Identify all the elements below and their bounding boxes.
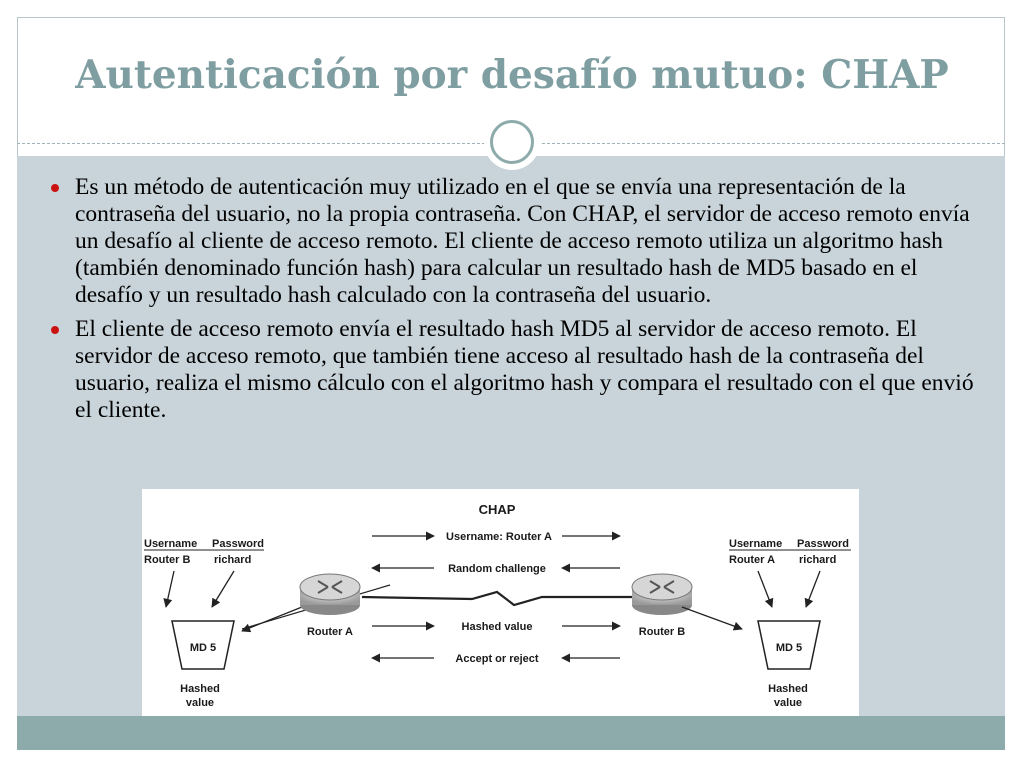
left-password-value: richard xyxy=(214,554,251,566)
right-password-arrow xyxy=(804,570,821,608)
right-md5-label: MD 5 xyxy=(776,642,802,654)
ring-inner xyxy=(490,120,534,164)
left-username-header: Username xyxy=(144,538,197,550)
slide-title: Autenticación por desafío mutuo: CHAP xyxy=(75,52,949,98)
left-router-label: Router A xyxy=(307,626,353,638)
accept-message: Accept or reject xyxy=(455,653,538,665)
right-router-icon xyxy=(631,573,693,615)
chap-diagram: CHAP Username: Router A Random challenge… xyxy=(142,489,859,716)
hashed-message: Hashed value xyxy=(462,621,533,633)
footer-bar xyxy=(17,716,1005,750)
right-hashed-line1: Hashed xyxy=(768,683,808,695)
diagram-title: CHAP xyxy=(479,502,516,517)
right-router-to-md5-arrow xyxy=(681,606,743,631)
ring-ornament xyxy=(484,114,540,170)
right-username-header: Username xyxy=(729,538,782,550)
bullet-dot-icon xyxy=(51,184,59,192)
left-md5-box xyxy=(171,620,235,670)
left-hashed-line2: value xyxy=(186,697,214,709)
bullet-dot-icon xyxy=(51,326,59,334)
right-password-header: Password xyxy=(797,538,849,550)
challenge-message: Random challenge xyxy=(448,563,546,575)
right-hashed-line2: value xyxy=(774,697,802,709)
left-password-arrow xyxy=(211,570,235,608)
left-username-value: Router B xyxy=(144,554,191,566)
bullet-item: El cliente de acceso remoto envía el res… xyxy=(48,316,988,424)
right-router-label: Router B xyxy=(639,626,686,638)
right-username-value: Router A xyxy=(729,554,775,566)
right-md5-box xyxy=(757,620,821,670)
username-message: Username: Router A xyxy=(446,531,552,543)
left-password-header: Password xyxy=(212,538,264,550)
bullet-list: Es un método de autenticación muy utiliz… xyxy=(48,174,988,431)
left-username-arrow xyxy=(163,570,175,608)
right-password-value: richard xyxy=(799,554,836,566)
left-hashed-line1: Hashed xyxy=(180,683,220,695)
bullet-item: Es un método de autenticación muy utiliz… xyxy=(48,174,988,309)
router-link xyxy=(361,590,632,607)
right-username-arrow xyxy=(757,570,774,608)
chap-diagram-svg: CHAP Username: Router A Random challenge… xyxy=(144,502,851,709)
bullet-text: Es un método de autenticación muy utiliz… xyxy=(75,174,970,308)
left-md5-label: MD 5 xyxy=(190,642,216,654)
bullet-text: El cliente de acceso remoto envía el res… xyxy=(75,316,974,423)
left-router-icon xyxy=(299,573,361,615)
